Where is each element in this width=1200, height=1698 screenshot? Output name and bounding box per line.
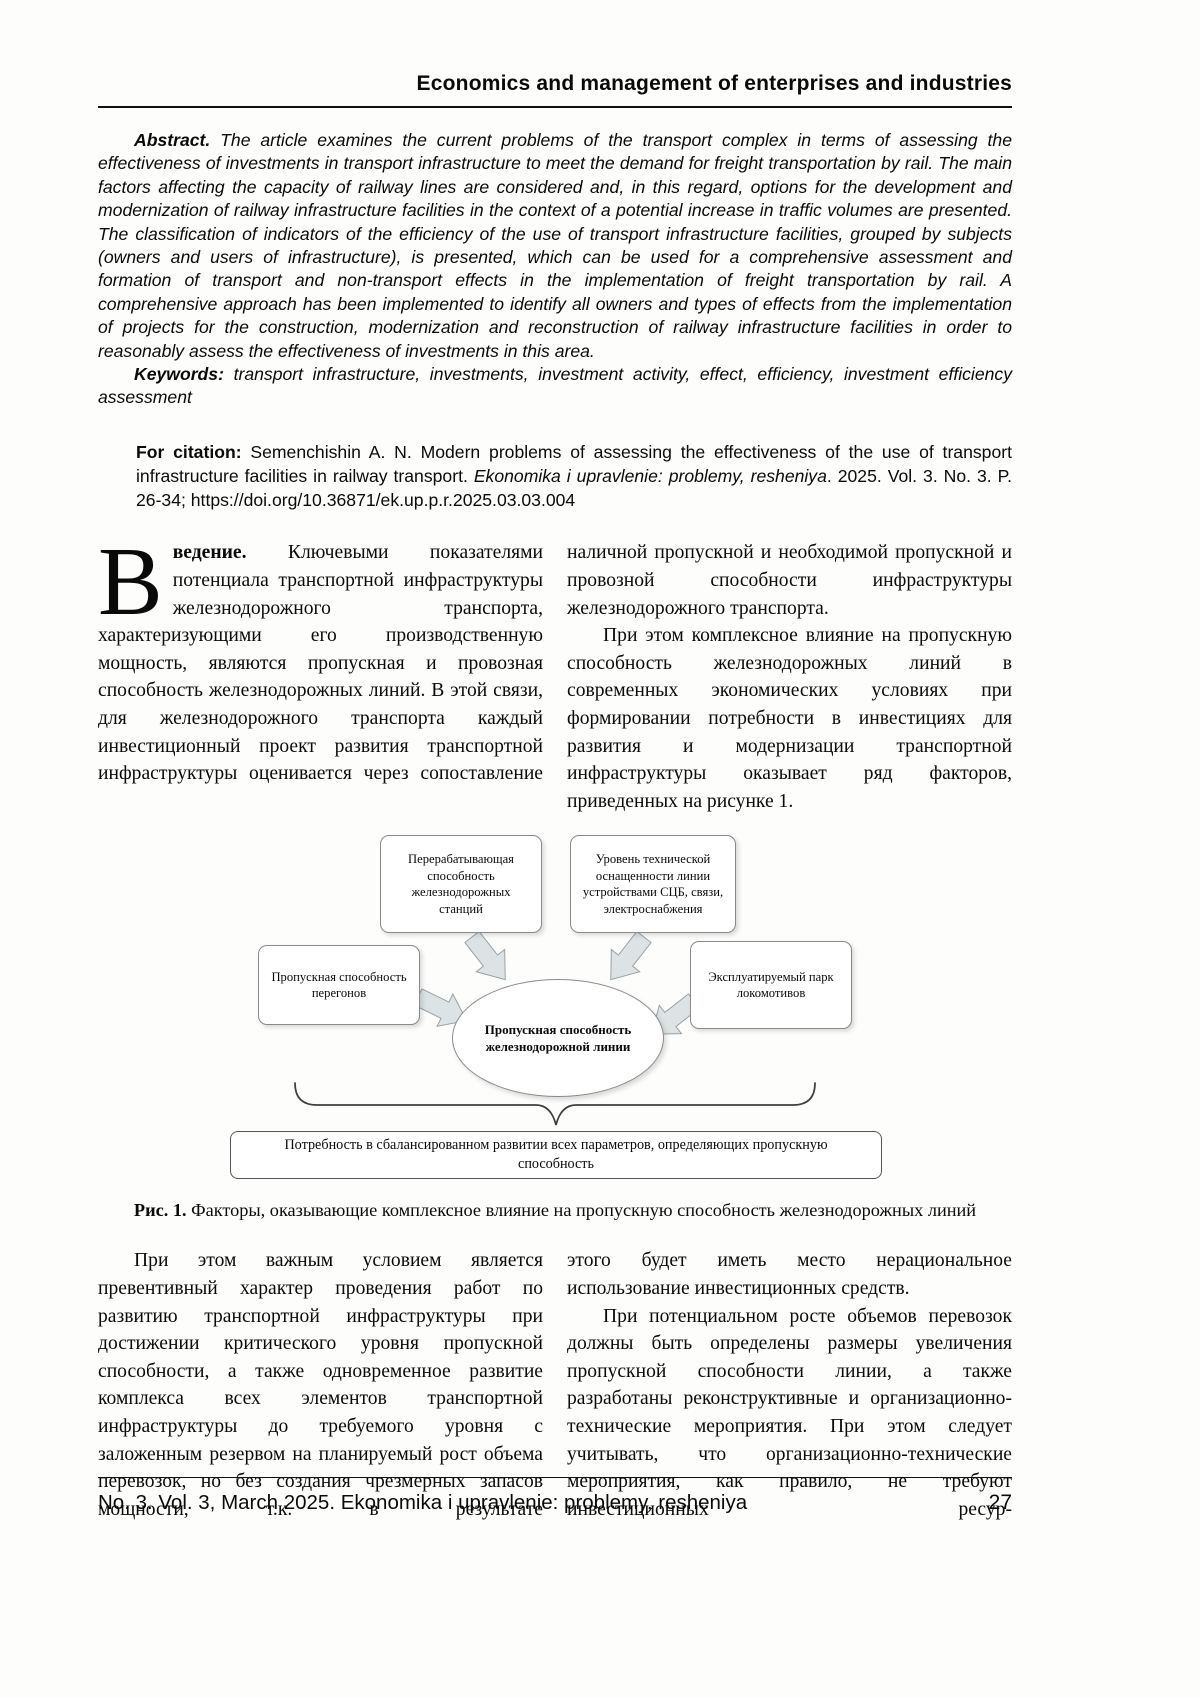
fig-box-balanced-development-need: Потребность в сбалансированном развитии …	[230, 1131, 882, 1180]
footer-journal-line: No. 3. Vol. 3, March 2025. Ekonomika i u…	[98, 1491, 748, 1514]
section2-continuation: этого будет иметь место нерациональное и…	[567, 1250, 1012, 1300]
figure-1-diagram: Перерабатывающая способность железнодоро…	[98, 833, 1012, 1185]
fig-ellipse-railway-line-capacity: Пропускная способность железнодорожной л…	[452, 979, 664, 1098]
body-column-right-2: этого будет иметь место нерациональное и…	[567, 1247, 1012, 1523]
abstract-label: Abstract.	[134, 130, 211, 150]
citation-journal-name: Ekonomika i upravlenie: problemy, reshen…	[473, 466, 827, 487]
intro-lead-word: ведение.	[172, 542, 247, 564]
fig-box-haul-capacity: Пропускная способность перегонов	[258, 945, 420, 1026]
body-column-left-2: При этом важным условием является превен…	[98, 1247, 543, 1523]
figure-caption-text: Факторы, оказывающие комплексное влияние…	[186, 1200, 977, 1221]
citation-block: For citation: Semenchishin A. N. Modern …	[136, 440, 1012, 513]
abstract-block: Abstract. The article examines the curre…	[98, 129, 1012, 410]
fig-box-locomotive-fleet: Эксплуатируемый парк локомотивов	[690, 941, 852, 1030]
journal-section-title: Economics and management of enterprises …	[416, 72, 1012, 95]
intro-text: Ключевыми показателями потенциала трансп…	[98, 542, 543, 785]
figure-connectors	[294, 931, 816, 1126]
citation-authors-title: Semenchishin A. N. Modern problems of as…	[136, 441, 1012, 487]
fig-box-station-processing-capacity: Перерабатывающая способность железнодоро…	[380, 835, 542, 934]
abstract-paragraph: Abstract. The article examines the curre…	[98, 129, 1012, 363]
section2-paragraph-1: При этом важным условием является превен…	[98, 1250, 543, 1520]
block-arrow-from-technical-equipment	[610, 931, 652, 981]
figure-caption-label: Рис. 1.	[133, 1200, 187, 1221]
intro-paragraph-2: При этом комплексное влияние на пропускн…	[567, 625, 1012, 812]
section-2-columns: При этом важным условием является превен…	[98, 1247, 1012, 1523]
dropcap-letter: В	[98, 528, 163, 636]
keywords-label: Keywords:	[134, 364, 224, 385]
header-divider	[98, 106, 1012, 108]
keywords-paragraph: Keywords: transport infrastructure, inve…	[98, 363, 1012, 410]
body-column-right: наличной пропускной и необходимой пропус…	[567, 539, 1012, 815]
citation-label: For citation:	[136, 441, 242, 462]
citation-volume-doi: . 2025. Vol. 3. No. 3. P. 26-34; https:/…	[136, 466, 1012, 511]
abstract-text: The article examines the current problem…	[98, 130, 1012, 361]
section2-paragraph-2: При потенциальном росте объемов перевозо…	[567, 1305, 1012, 1520]
underbrace	[294, 1082, 816, 1126]
page-footer: No. 3. Vol. 3, March 2025. Ekonomika i u…	[98, 1477, 1012, 1515]
figure-caption: Рис. 1. Факторы, оказывающие комплексное…	[98, 1200, 1012, 1221]
keywords-text: transport infrastructure, investments, i…	[98, 364, 1012, 408]
intro-continuation: наличной пропускной и необходимой пропус…	[567, 542, 1012, 619]
page-number: 27	[988, 1491, 1012, 1514]
block-arrow-from-processing-capacity	[464, 931, 506, 981]
fig-box-technical-equipment-level: Уровень технической оснащенности линии у…	[570, 835, 736, 934]
